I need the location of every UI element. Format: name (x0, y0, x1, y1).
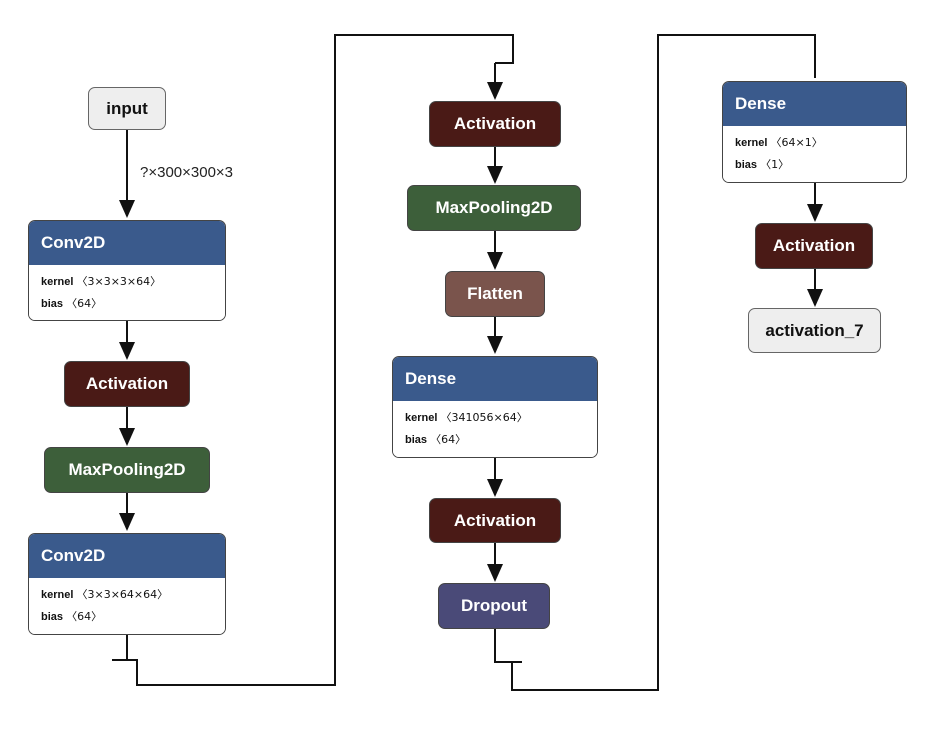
input-shape-label: ?×300×300×3 (140, 164, 234, 181)
param-kernel-label: kernel (41, 276, 74, 288)
node-input-label: input (106, 98, 148, 118)
param-kernel-label: kernel (41, 589, 74, 601)
node-dense-2[interactable]: Dense kernel 〈64×1〉 bias 〈1〉 (722, 81, 907, 183)
conv2d-2-bias: 〈64〉 (66, 610, 103, 623)
node-conv2d-2[interactable]: Conv2D kernel 〈3×3×64×64〉 bias 〈64〉 (28, 533, 226, 635)
node-dropout-label: Dropout (460, 596, 528, 615)
node-maxpooling2d-1-label: MaxPooling2D (68, 460, 186, 479)
node-activation-3-label: Activation (453, 510, 537, 530)
node-maxpooling2d-1[interactable]: MaxPooling2D (44, 447, 210, 493)
node-activation-2-label: Activation (453, 114, 537, 133)
param-kernel-label: kernel (735, 137, 768, 149)
node-output[interactable]: activation_7 (748, 308, 881, 353)
node-dense-2-label: Dense (735, 94, 787, 113)
node-input[interactable]: input (88, 87, 166, 130)
param-bias-label: bias (41, 611, 64, 623)
param-bias-label: bias (41, 298, 64, 310)
param-bias-label: bias (735, 159, 758, 171)
node-dense-1[interactable]: Dense kernel 〈341056×64〉 bias 〈64〉 (392, 356, 598, 458)
node-activation-1-label: Activation (85, 374, 169, 393)
node-output-label: activation_7 (765, 320, 864, 340)
node-conv2d-1[interactable]: Conv2D kernel 〈3×3×3×64〉 bias 〈64〉 (28, 220, 226, 321)
node-dense-2-header: Dense (723, 82, 906, 126)
node-activation-1[interactable]: Activation (64, 361, 190, 407)
node-conv2d-2-params: kernel 〈3×3×64×64〉 bias 〈64〉 (29, 578, 225, 634)
node-conv2d-2-header: Conv2D (29, 534, 225, 578)
node-conv2d-1-params: kernel 〈3×3×3×64〉 bias 〈64〉 (29, 265, 225, 320)
dense-2-bias: 〈1〉 (760, 158, 790, 171)
node-dense-1-label: Dense (405, 369, 457, 388)
param-bias-label: bias (405, 434, 428, 446)
node-maxpooling2d-2-label: MaxPooling2D (435, 198, 553, 217)
node-activation-4[interactable]: Activation (755, 223, 873, 269)
conv2d-1-kernel: 〈3×3×3×64〉 (76, 275, 162, 288)
conv2d-1-bias: 〈64〉 (66, 297, 103, 310)
node-activation-2[interactable]: Activation (429, 101, 561, 147)
node-dense-2-params: kernel 〈64×1〉 bias 〈1〉 (723, 126, 906, 182)
node-maxpooling2d-2[interactable]: MaxPooling2D (407, 185, 581, 231)
conv2d-2-kernel: 〈3×3×64×64〉 (76, 588, 169, 601)
param-kernel-label: kernel (405, 412, 438, 424)
node-dense-1-header: Dense (393, 357, 597, 401)
node-conv2d-1-label: Conv2D (41, 233, 106, 252)
node-conv2d-2-label: Conv2D (41, 546, 106, 565)
dense-1-kernel: 〈341056×64〉 (440, 411, 528, 424)
dense-1-bias: 〈64〉 (430, 433, 467, 446)
node-flatten[interactable]: Flatten (445, 271, 545, 317)
node-activation-4-label: Activation (772, 236, 856, 255)
node-flatten-label: Flatten (467, 284, 523, 303)
node-activation-3[interactable]: Activation (429, 498, 561, 543)
node-dense-1-params: kernel 〈341056×64〉 bias 〈64〉 (393, 401, 597, 457)
node-conv2d-1-header: Conv2D (29, 221, 225, 265)
node-dropout[interactable]: Dropout (438, 583, 550, 629)
dense-2-kernel: 〈64×1〉 (770, 136, 823, 149)
